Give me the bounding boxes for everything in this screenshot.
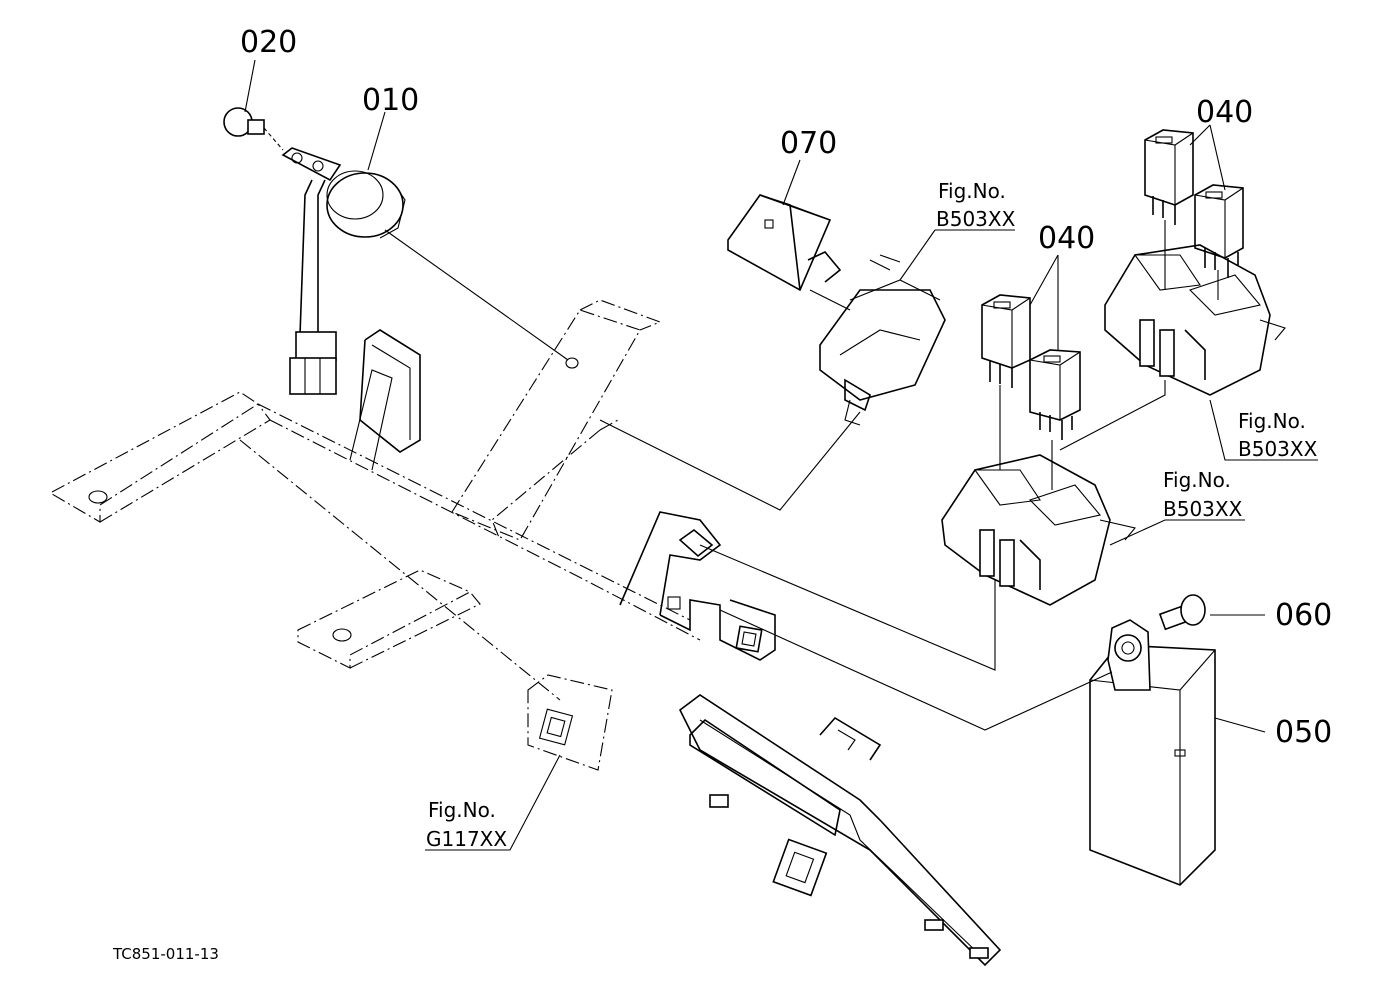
relay-pair-center [981,294,1081,490]
label-070: 070 [780,126,837,161]
figref-b503-top-code: B503XX [936,207,1016,231]
leader-lines [244,59,1266,851]
frame-phantom [51,299,701,771]
relay-pair-right [1144,129,1244,300]
figref-b503-right-code: B503XX [1238,437,1318,461]
label-060: 060 [1275,598,1332,633]
label-040-center: 040 [1038,221,1095,256]
figref-b503-top-label: Fig.No. [938,179,1006,203]
relay-socket-center [699,454,1245,671]
mid-bracket [619,511,776,661]
relay-socket-right [1059,244,1318,461]
label-010: 010 [362,83,419,118]
part-020-bolt [223,107,284,151]
label-040-right: 040 [1196,95,1253,130]
label-020: 020 [240,25,297,60]
figref-b503-mid-label: Fig.No. [1163,468,1231,492]
rh-bracket [678,694,1002,967]
part-050-capsule [719,609,1216,886]
figref-g117-code: G117XX [426,827,507,851]
label-050: 050 [1275,715,1332,750]
drawing-code: TC851-011-13 [112,945,219,963]
left-bracket [349,329,421,471]
connector-block-070 [599,254,946,511]
figref-b503-mid-code: B503XX [1163,497,1243,521]
figref-g117-label: Fig.No. [428,798,496,822]
part-010-sensor [281,147,579,395]
part-070-unit [727,194,851,311]
part-060-bolt [1158,594,1265,631]
figref-b503-right-label: Fig.No. [1238,409,1306,433]
